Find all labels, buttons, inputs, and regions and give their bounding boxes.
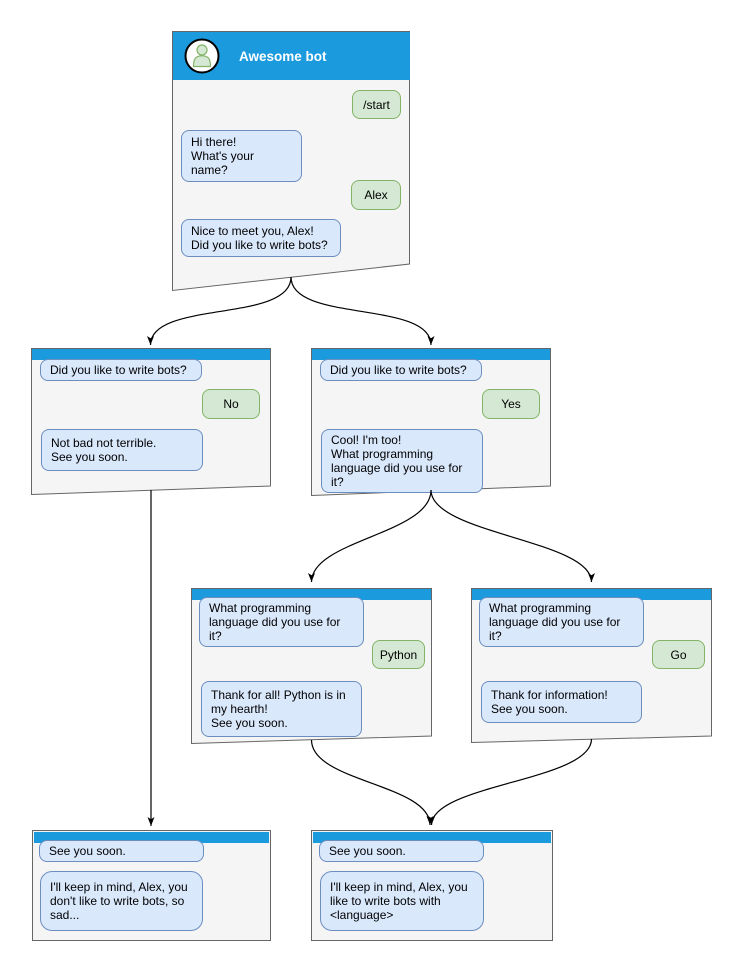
window-titlebar [192, 589, 431, 600]
window-titlebar [313, 832, 551, 843]
chat-window-lang-python: What programming language did you use fo… [191, 588, 432, 744]
chat-bubble-bot: See you soon. [319, 840, 484, 862]
chat-bubble-bot: Nice to meet you, Alex! Did you like to … [181, 219, 341, 257]
chat-bubble-user: Go [652, 640, 705, 669]
chat-bubble-user: Alex [351, 180, 401, 210]
chat-bubble-bot: What programming language did you use fo… [199, 597, 364, 647]
window-titlebar: Awesome bot [173, 32, 410, 80]
window-title: Awesome bot [239, 48, 327, 64]
chat-window-end-no: See you soon. I'll keep in mind, Alex, y… [32, 830, 271, 941]
chat-bubble-user: Python [372, 640, 425, 669]
chat-window-end-yes: See you soon. I'll keep in mind, Alex, y… [311, 830, 553, 941]
chat-bubble-bot: Thank for all! Python is in my hearth! S… [201, 681, 362, 737]
chat-bubble-bot: Cool! I'm too! What programming language… [321, 429, 483, 493]
chat-bubble-bot: Did you like to write bots? [40, 359, 202, 381]
chat-bubble-bot: Hi there! What's your name? [181, 130, 302, 182]
edge-lang-python-to-end-yes [310, 739, 434, 826]
chat-bubble-user: No [202, 389, 260, 419]
chat-bubble-user: /start [352, 90, 401, 119]
window-titlebar [32, 349, 270, 360]
bot-avatar-person-icon [183, 37, 221, 75]
window-titlebar [312, 349, 550, 360]
chat-bubble-bot: See you soon. [39, 840, 204, 862]
chat-bubble-bot: I'll keep in mind, Alex, you like to wri… [320, 871, 484, 931]
edge-branch-yes-to-lang-python [308, 489, 432, 583]
window-titlebar [472, 589, 711, 600]
chat-window-root: Awesome bot /start Hi there! What's your… [172, 31, 411, 292]
edge-branch-yes-to-lang-go [430, 489, 595, 583]
chat-bubble-bot: Thank for information! See you soon. [481, 681, 642, 723]
window-titlebar [34, 832, 269, 843]
chat-bubble-user: Yes [482, 389, 540, 419]
chat-bubble-bot: I'll keep in mind, Alex, you don't like … [40, 871, 203, 931]
chat-bubble-bot: Not bad not terrible. See you soon. [41, 429, 203, 471]
chat-window-branch-no: Did you like to write bots? No Not bad n… [31, 348, 271, 495]
chat-window-lang-go: What programming language did you use fo… [471, 588, 712, 743]
chat-window-branch-yes: Did you like to write bots? Yes Cool! I'… [311, 348, 551, 496]
chat-bubble-bot: What programming language did you use fo… [479, 597, 644, 647]
edge-lang-go-to-end-yes [428, 738, 593, 826]
chat-bubble-bot: Did you like to write bots? [320, 359, 482, 381]
